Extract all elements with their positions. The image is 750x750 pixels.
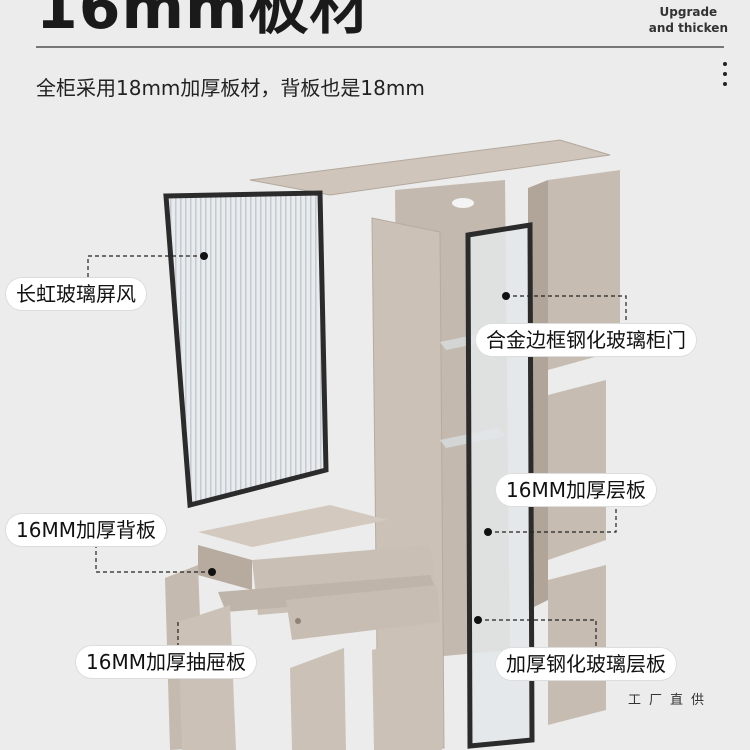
right-panel-1 [548, 170, 620, 370]
pointer-dot [484, 528, 492, 536]
upgrade-line-1: Upgrade [659, 5, 718, 19]
ribbed-glass-screen [163, 190, 329, 509]
pointer-dot [502, 292, 510, 300]
spotlight-icon [452, 198, 474, 208]
headline: 16mm板材 [36, 0, 371, 43]
drawer-face [286, 585, 440, 640]
label-glass-screen: 长虹玻璃屏风 [6, 278, 146, 310]
drawer-knob-icon [295, 618, 301, 624]
header-divider [36, 46, 724, 48]
drawer-top-board [198, 505, 388, 547]
right-panel-3 [548, 565, 606, 725]
pointer-dot [474, 616, 482, 624]
right-panel-2 [548, 380, 606, 560]
label-thick-shelf: 16MM加厚层板 [496, 474, 656, 506]
drawer-bottom [218, 575, 438, 612]
factory-direct-tag: 工厂直供 [627, 693, 712, 708]
subtitle: 全柜采用18mm加厚板材，背板也是18mm [36, 76, 425, 100]
lower-center-panel-1 [290, 648, 346, 750]
label-alloy-frame-door: 合金边框钢化玻璃柜门 [476, 324, 696, 356]
more-menu-icon[interactable] [722, 62, 728, 92]
label-tempered-glass-shelf: 加厚钢化玻璃层板 [496, 648, 676, 680]
pointer-dot [200, 252, 208, 260]
pointer-dot [208, 568, 216, 576]
label-drawer-panel: 16MM加厚抽屉板 [76, 646, 256, 678]
alloy-frame [465, 222, 535, 749]
label-thick-back-panel: 16MM加厚背板 [6, 514, 166, 546]
upgrade-badge: Upgrade and thicken [649, 4, 728, 36]
lower-center-panel-2 [372, 632, 442, 750]
drawer-side [198, 545, 252, 590]
upgrade-line-2: and thicken [648, 21, 728, 35]
top-board [249, 139, 611, 196]
